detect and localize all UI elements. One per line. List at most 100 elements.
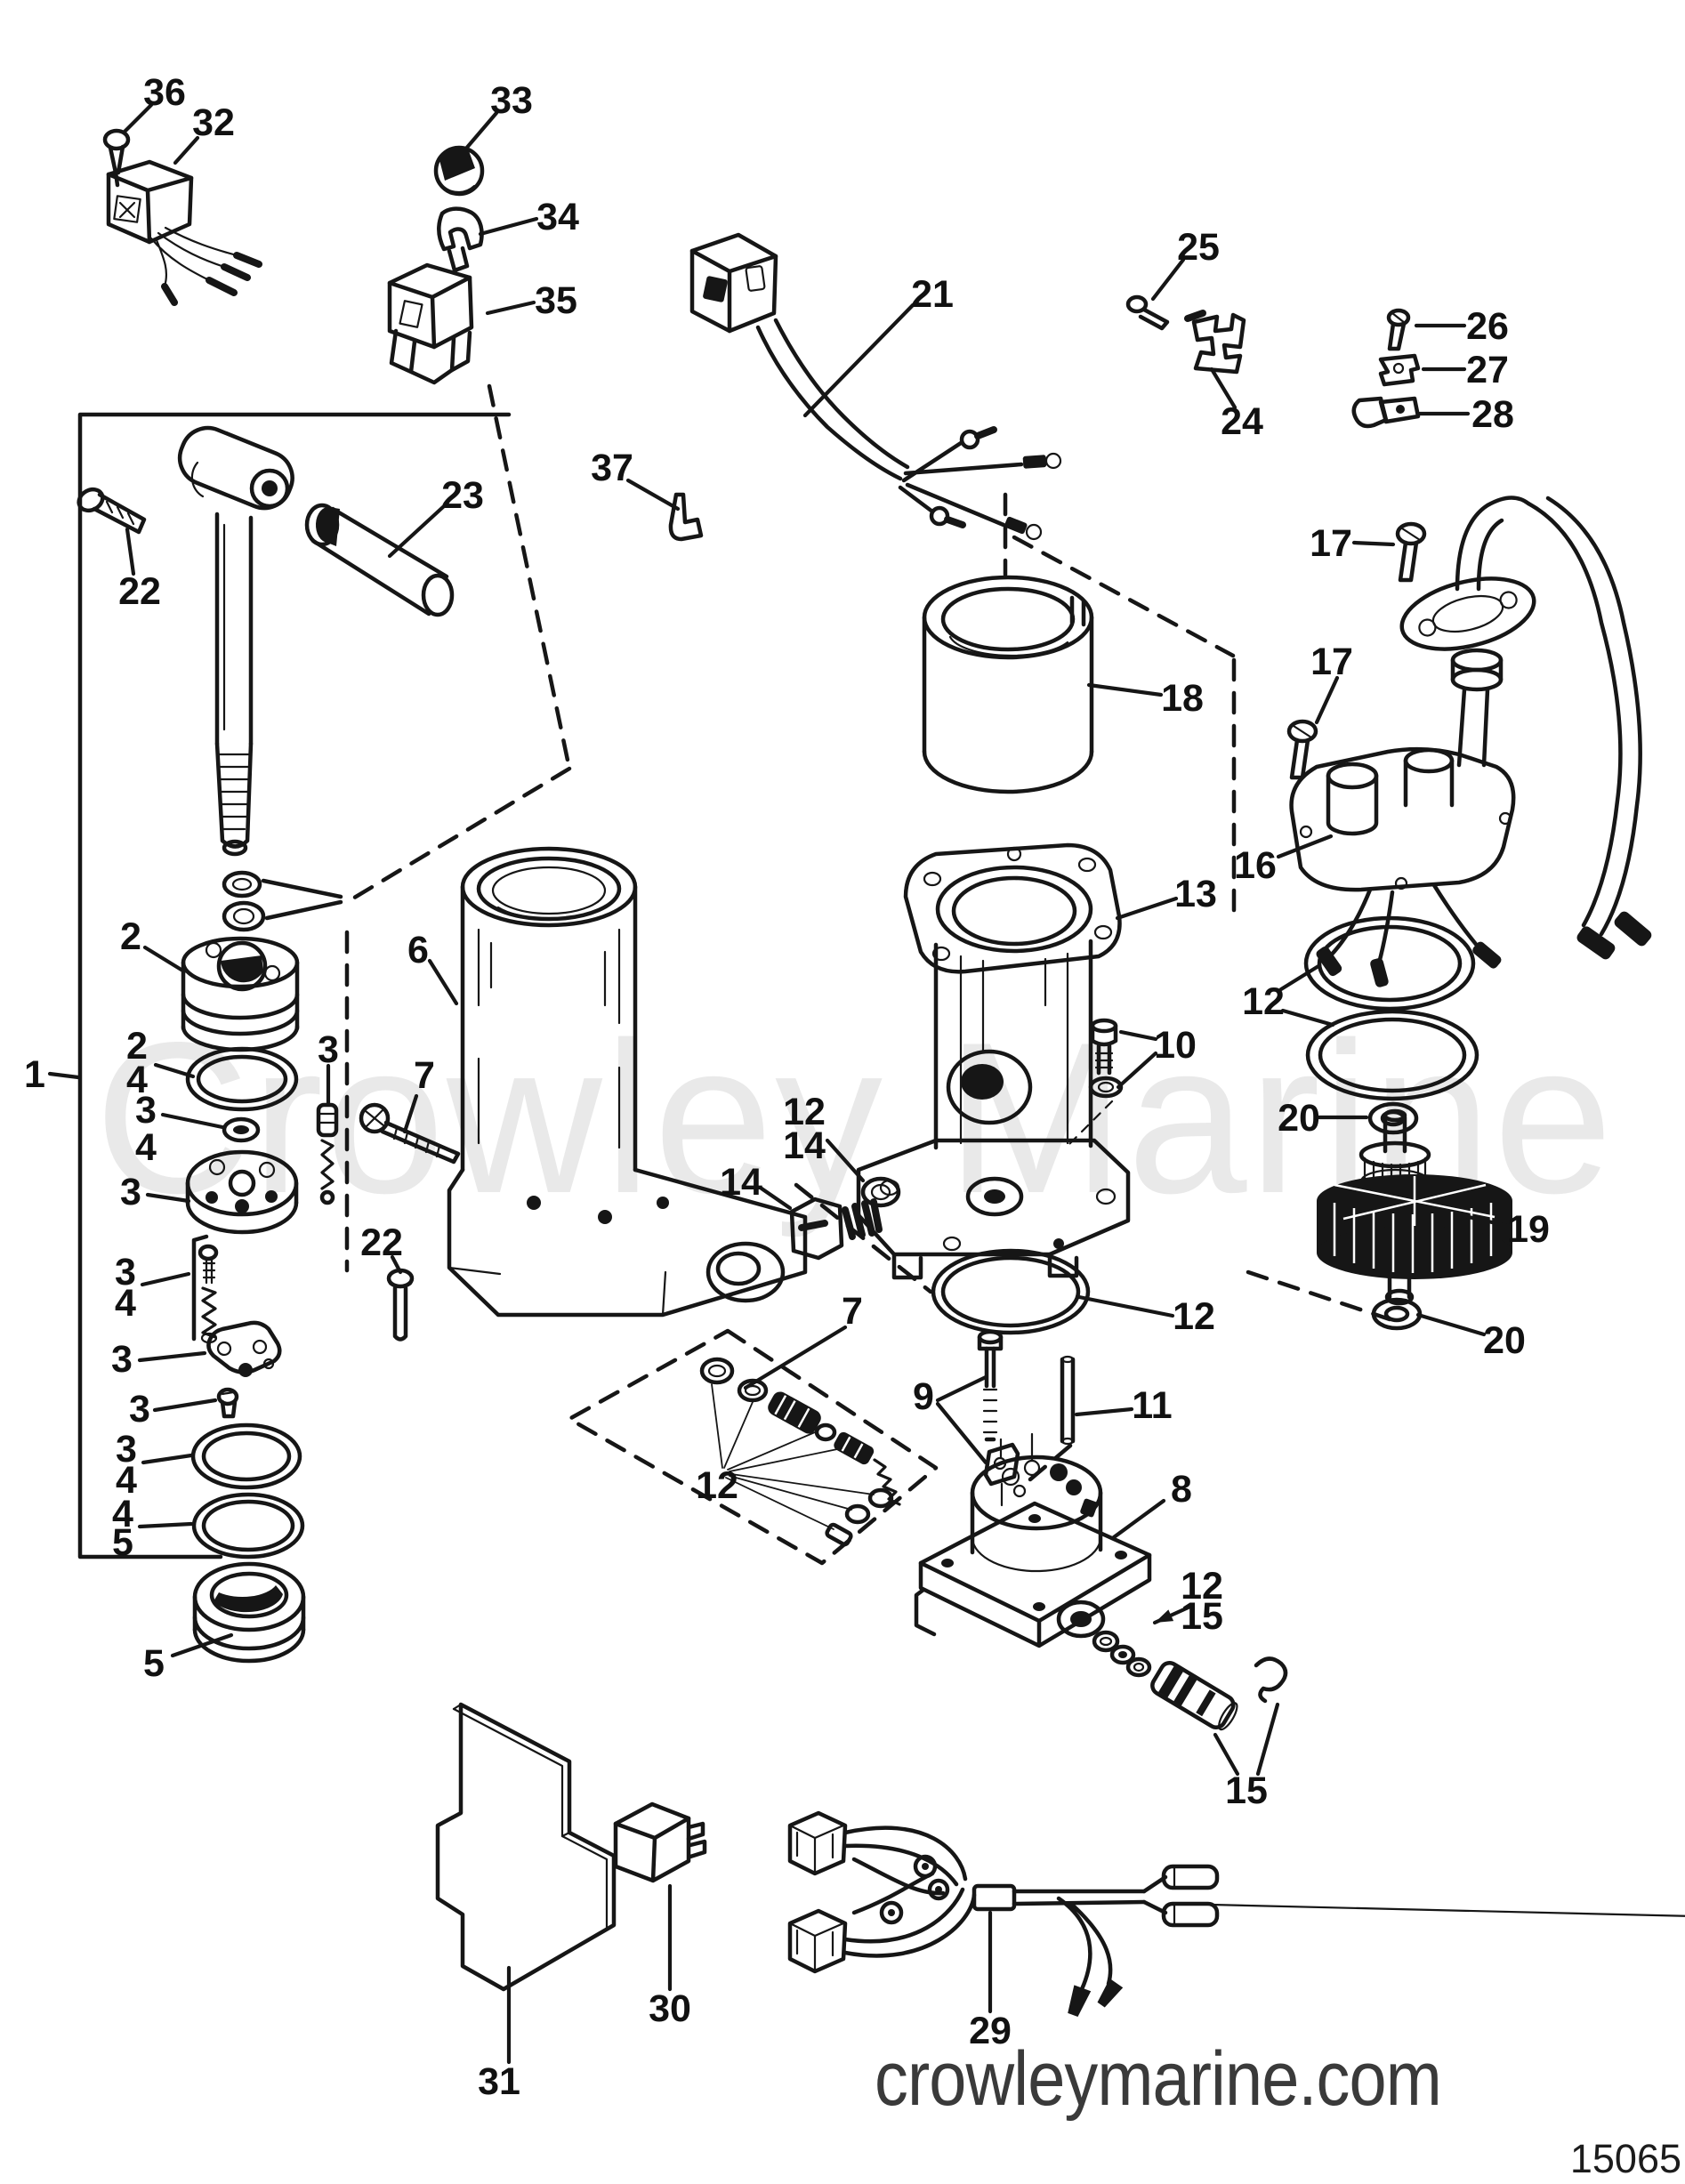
callout-34-3: 34 — [536, 196, 579, 238]
leader-line-7 — [402, 1093, 419, 1134]
part-2-piston-cap — [181, 936, 300, 1052]
part-22-screw-lower — [386, 1268, 415, 1342]
callout-17-12: 17 — [1310, 522, 1352, 565]
callout-12-53: 12 — [1181, 1565, 1223, 1608]
part-3-4-valve-spring-left — [191, 1234, 219, 1344]
leader-line-12 — [729, 1475, 852, 1511]
leader-line-20 — [1415, 1312, 1487, 1337]
leader-line-3 — [152, 1398, 218, 1413]
part-rod-seal-rings — [222, 870, 343, 932]
callout-32-1: 32 — [192, 101, 235, 144]
leader-line-12 — [1278, 963, 1321, 992]
leader-line-5 — [137, 1521, 194, 1529]
part-23-pin — [304, 503, 455, 617]
leader-line-5 — [170, 1632, 234, 1658]
part-19-armature — [1317, 1108, 1512, 1306]
leader-line-36 — [122, 102, 154, 134]
part-18-sleeve — [922, 575, 1094, 794]
leader-line-3 — [160, 1112, 225, 1130]
callout-37-5: 37 — [591, 447, 633, 489]
part-37-clip — [668, 492, 704, 542]
part-3-screw — [216, 1387, 239, 1419]
callout-7-46: 7 — [414, 1054, 435, 1097]
callout-4-38: 4 — [116, 1459, 137, 1502]
part-10-bolt-washer — [1088, 1018, 1124, 1099]
callout-36-0: 36 — [143, 71, 186, 114]
callout-3-35: 3 — [111, 1338, 133, 1381]
leader-line-9 — [935, 1401, 988, 1465]
callout-26-9: 26 — [1466, 305, 1509, 348]
part-34-fork-terminal — [437, 206, 484, 273]
callout-30-57: 30 — [649, 1987, 691, 2030]
callout-24-8: 24 — [1221, 400, 1263, 443]
callout-23-44: 23 — [441, 474, 484, 517]
part-11-pin — [1060, 1355, 1076, 1446]
sheet-number: 15065 — [1569, 2136, 1681, 2181]
part-4-5-oring — [191, 1492, 305, 1559]
part-13-motor-housing — [856, 842, 1131, 1280]
leader-line-22 — [390, 1254, 403, 1275]
leader-line-23 — [387, 504, 447, 559]
part-16-pump-cover — [1289, 496, 1652, 987]
callout-15-54: 15 — [1181, 1595, 1223, 1638]
callout-33-2: 33 — [490, 79, 533, 122]
part-33-cap — [433, 145, 485, 197]
callout-16-14: 16 — [1234, 844, 1277, 887]
part-28-terminal-clips — [1351, 396, 1421, 429]
leader-line-21 — [802, 302, 915, 418]
part-12-oring-motor-base — [931, 1248, 1091, 1335]
leader-line-15 — [1213, 1732, 1240, 1777]
leader-line-4 — [140, 1271, 191, 1287]
callout-35-4: 35 — [535, 279, 577, 322]
part-3-valve-plate — [185, 1149, 299, 1235]
leader-line-12 — [1076, 1294, 1175, 1318]
callout-17-13: 17 — [1310, 641, 1353, 683]
callout-6-45: 6 — [407, 929, 429, 971]
leader-line-12 — [723, 1401, 754, 1469]
part-29-wire-harness — [787, 1810, 1685, 2017]
leader-line-13 — [1115, 896, 1179, 921]
part-22-screw-upper — [77, 487, 147, 535]
part-36-screw — [102, 128, 131, 188]
callout-13-16: 13 — [1174, 873, 1217, 915]
callout-22-47: 22 — [360, 1221, 403, 1264]
leader-line-6 — [427, 958, 459, 1006]
callout-3-37: 3 — [116, 1428, 137, 1471]
callout-28-11: 28 — [1471, 393, 1514, 436]
leader-line-18 — [1086, 682, 1164, 697]
leader-line-10 — [1118, 1029, 1158, 1042]
callout-20-23: 20 — [1278, 1097, 1320, 1140]
callout-29-56: 29 — [969, 2010, 1012, 2052]
leader-line-17 — [1314, 675, 1340, 725]
callout-25-7: 25 — [1177, 226, 1220, 269]
callout-4-30: 4 — [135, 1126, 157, 1169]
callout-4-39: 4 — [112, 1493, 133, 1535]
callout-19-24: 19 — [1507, 1208, 1550, 1251]
part-2-4-oring — [185, 1046, 299, 1112]
callout-3-29: 3 — [135, 1089, 157, 1132]
leader-line-37 — [625, 478, 681, 512]
leader-line-12 — [1280, 1008, 1335, 1028]
leader-line-3 — [137, 1350, 207, 1363]
part-3-small-ring — [222, 1116, 261, 1143]
callout-15-55: 15 — [1225, 1769, 1268, 1812]
part-30-relay — [613, 1801, 707, 1883]
callout-10-17: 10 — [1154, 1024, 1197, 1067]
leader-line-34 — [478, 216, 539, 237]
callout-4-28: 4 — [126, 1059, 148, 1101]
leader-line-12 — [730, 1473, 875, 1495]
callout-14-20: 14 — [720, 1161, 762, 1204]
leader-line-12 — [729, 1447, 842, 1472]
leader-line-1 — [47, 1071, 81, 1080]
callout-21-6: 21 — [911, 273, 954, 316]
callout-12-18: 12 — [783, 1091, 826, 1133]
callout-27-10: 27 — [1466, 349, 1509, 391]
callout-5-40: 5 — [112, 1521, 133, 1564]
callout-12-49: 12 — [696, 1464, 738, 1507]
leader-line-12 — [725, 1477, 834, 1530]
callout-12-22: 12 — [1242, 980, 1285, 1023]
leader-line-2 — [142, 945, 187, 974]
part-3-relief-plate — [206, 1320, 282, 1377]
